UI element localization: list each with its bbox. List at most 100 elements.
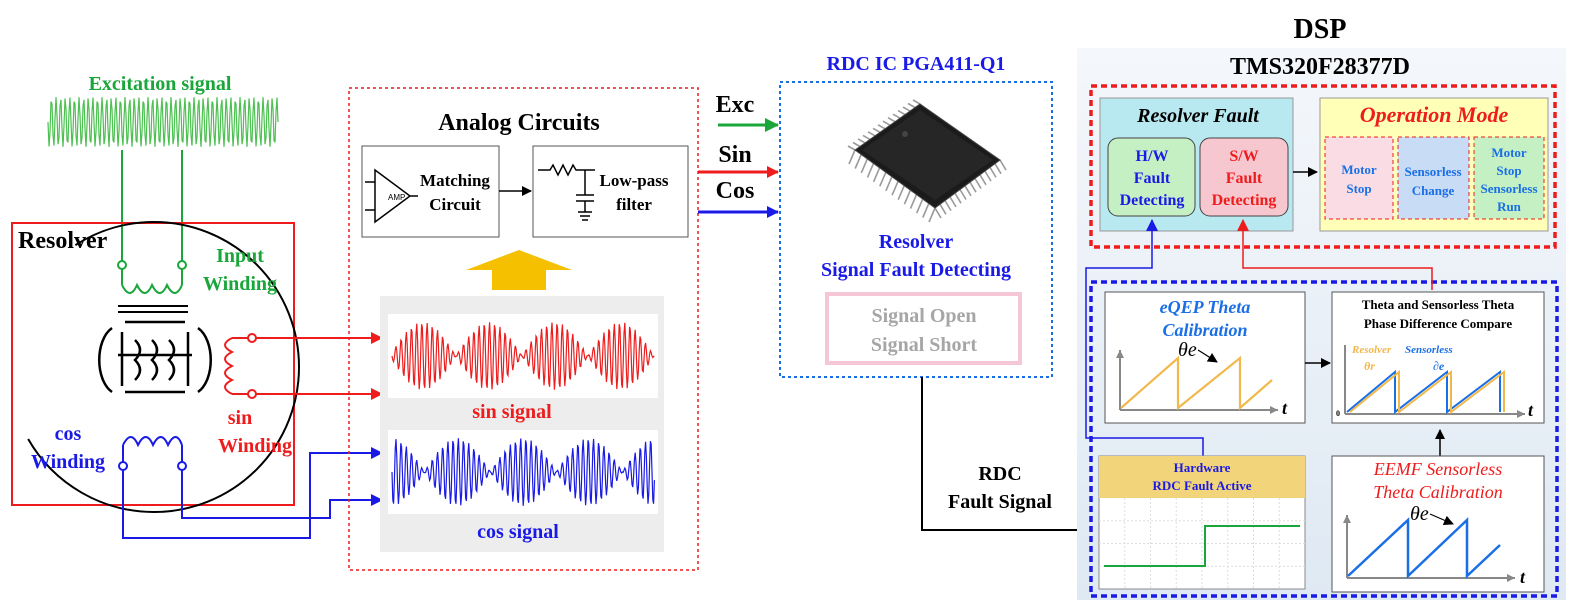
input-winding-label-1: Input: [216, 245, 264, 267]
input-winding-label-2: Winding: [203, 273, 277, 295]
compare-sensorless-sawtooth: [1346, 369, 1501, 415]
excitation-signal-title: Excitation signal: [89, 73, 232, 95]
input-winding-coil: [117, 260, 188, 313]
sin-winding-coil: [224, 333, 257, 399]
rdc-detect-label-1: Resolver: [879, 231, 954, 253]
fault-mode-frame: [1089, 84, 1557, 249]
calibration-frame: [1089, 280, 1559, 598]
amp-symbol: AMP: [365, 168, 418, 224]
compare-resolver-sawtooth: [1349, 369, 1505, 415]
eemf-theta-label: θe: [1410, 503, 1429, 525]
eqep-theta-sawtooth: [1120, 355, 1273, 411]
motor-run-label-4: Run: [1497, 199, 1522, 214]
resolver-body-circle: [8, 221, 300, 513]
sw-fault-detecting-box: [1199, 137, 1289, 217]
lowpass-filter-box: [532, 145, 689, 238]
compare-legend-sensorless: Sensorless: [1405, 344, 1453, 356]
sin-winding-label-1: sin: [228, 407, 252, 429]
motor-stop-label-1: Motor: [1341, 162, 1377, 177]
matching-label-1: Matching: [420, 171, 490, 190]
compare-axis-arrow: [1517, 410, 1525, 418]
compare-title-2: Phase Difference Compare: [1364, 316, 1512, 331]
rdc-chip-image: [847, 99, 1007, 223]
hw-fault-label-3: Detecting: [1120, 192, 1185, 209]
motor-stop-sensorless-run-box: [1473, 136, 1545, 220]
resolver-core: [98, 320, 212, 394]
hardware-fault-title-2: RDC Fault Active: [1153, 478, 1252, 493]
sin-label: Sin: [718, 142, 751, 168]
hw-fault-detecting-box: [1107, 137, 1196, 217]
analog-title: Analog Circuits: [438, 110, 600, 136]
sin-waveform: [391, 322, 655, 390]
hw-fault-label-1: H/W: [1136, 148, 1169, 165]
cos-winding-coil: [118, 436, 187, 471]
sin-signal-label: sin signal: [472, 401, 552, 423]
rdc-frame: [779, 81, 1053, 378]
lowpass-label-1: Low-pass: [600, 171, 669, 190]
dsp-model: TMS320F28377D: [1230, 54, 1410, 80]
eqep-title-1: eQEP Theta: [1160, 297, 1251, 317]
analog-circuits-block: Analog Circuits AMP Matching Circuit Low…: [348, 87, 699, 571]
eemf-axes: [1346, 515, 1515, 579]
motor-stop-box: [1324, 136, 1394, 220]
hardware-fault-title-1: Hardware: [1174, 460, 1231, 475]
cos-waveform: [391, 438, 655, 506]
hardware-fault-grid: [1099, 498, 1305, 589]
matching-label-2: Circuit: [429, 195, 481, 214]
rdc-title: RDC IC PGA411-Q1: [827, 53, 1006, 75]
up-arrow: [466, 250, 572, 290]
hw-feedback-line: [1085, 219, 1204, 456]
signal-open-short-box: [825, 292, 1022, 365]
excitation-signal: Excitation signal: [47, 73, 279, 265]
sensorless-change-label-1: Sensorless: [1404, 164, 1461, 179]
eemf-theta-sawtooth: [1347, 517, 1501, 579]
excitation-waveform: [47, 97, 279, 147]
signal-open-label: Signal Open: [871, 305, 976, 327]
eemf-title-1: EEMF Sensorless: [1373, 459, 1502, 479]
resolver-block: Resolver: [8, 221, 300, 513]
cos-signal-label: cos signal: [477, 521, 559, 543]
signal-short-label: Signal Short: [871, 334, 977, 356]
eqep-t-label: t: [1282, 398, 1288, 418]
sw-feedback-line: [1237, 219, 1433, 290]
rdc-fault-arrow: [921, 377, 1097, 535]
compare-legend-resolver: Resolver: [1351, 344, 1392, 356]
compare-theta-r: θr: [1364, 359, 1375, 373]
excitation-wires: [121, 150, 183, 265]
motor-run-label-1: Motor: [1491, 145, 1527, 160]
compare-origin: 0: [1336, 409, 1340, 418]
exc-label: Exc: [716, 92, 755, 118]
rdc-fault-label-1: RDC: [978, 463, 1021, 485]
compare-axes: [1344, 345, 1525, 415]
compare-t-label: t: [1528, 400, 1534, 420]
sw-fault-label-2: Fault: [1226, 170, 1263, 187]
eemf-box: [1331, 455, 1545, 593]
resolver-output-wires: [122, 332, 383, 539]
cos-winding-label-2: Winding: [31, 451, 105, 473]
sensorless-change-box: [1397, 136, 1470, 220]
eemf-t-label: t: [1520, 567, 1526, 587]
eemf-theta-pointer: [1429, 513, 1454, 525]
rdc-block: RDC IC PGA411-Q1 Resolver Signal Fault D…: [779, 53, 1097, 535]
amp-label: AMP: [388, 193, 405, 202]
resolver-fault-title: Resolver Fault: [1136, 105, 1260, 127]
eqep-title-2: Calibration: [1162, 320, 1247, 340]
rdc-fault-label-2: Fault Signal: [948, 491, 1052, 513]
matching-circuit-box: [361, 145, 500, 238]
rdc-detect-label-2: Signal Fault Detecting: [821, 259, 1011, 281]
hardware-fault-trace: [1104, 525, 1300, 567]
sw-fault-label-3: Detecting: [1212, 192, 1277, 209]
eqep-theta-pointer: [1197, 349, 1218, 363]
hw-fault-label-2: Fault: [1134, 170, 1171, 187]
sw-fault-label-1: S/W: [1229, 148, 1258, 165]
cos-winding-label-1: cos: [55, 423, 82, 445]
eemf-title-2: Theta Calibration: [1373, 482, 1503, 502]
analog-frame: [348, 87, 699, 571]
eqep-theta-label: θe: [1178, 339, 1197, 361]
resolver-title: Resolver: [18, 228, 108, 254]
motor-run-label-2: Stop: [1496, 163, 1521, 178]
eqep-box: [1104, 291, 1306, 424]
sensorless-change-label-2: Change: [1412, 183, 1455, 198]
